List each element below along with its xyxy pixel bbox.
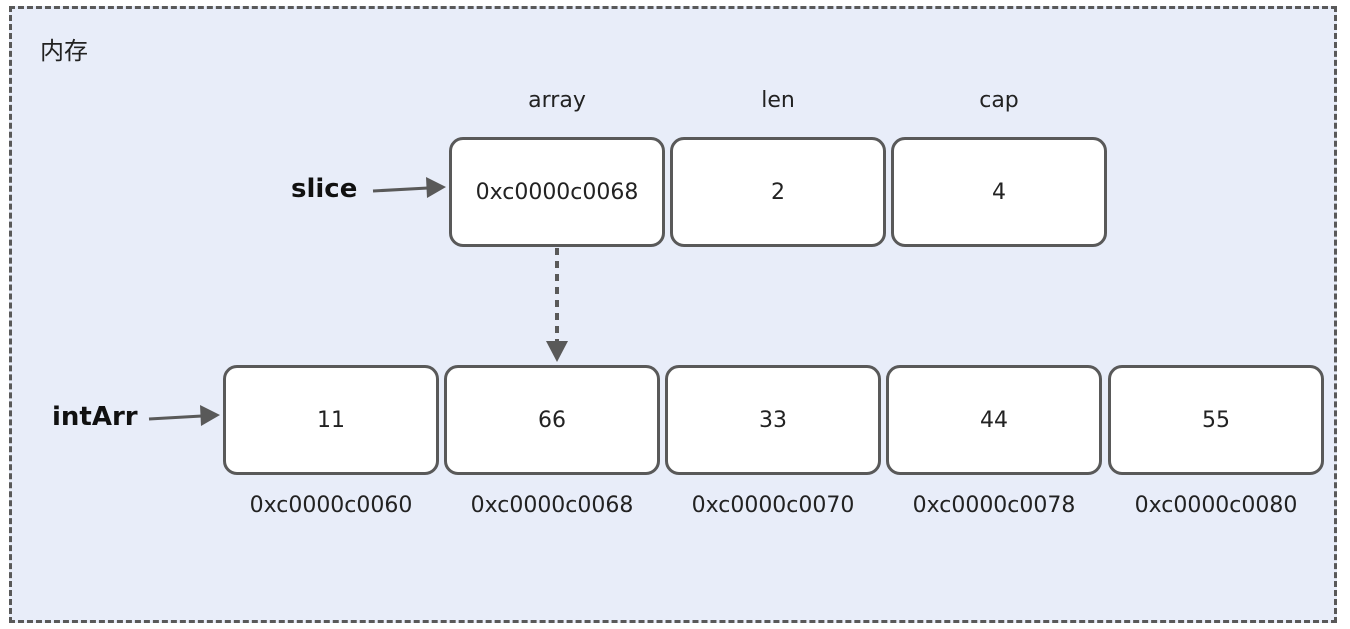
memory-region-label: 内存 [40,37,88,65]
slice-header-cap: cap [979,88,1019,113]
intarr-address-3: 0xc0000c0078 [912,493,1076,518]
slice-cell-cap: 4 [891,137,1107,247]
slice-header-array: array [528,88,586,113]
intarr-label: intArr [52,402,138,432]
intarr-cell-4: 55 [1108,365,1324,475]
slice-cell-array: 0xc0000c0068 [449,137,665,247]
intarr-address-2: 0xc0000c0070 [691,493,855,518]
intarr-cell-0: 11 [223,365,439,475]
slice-header-len: len [761,88,795,113]
intarr-cell-3: 44 [886,365,1102,475]
slice-label: slice [291,174,358,204]
memory-region [9,6,1337,623]
intarr-address-0: 0xc0000c0060 [249,493,413,518]
slice-cell-len: 2 [670,137,886,247]
intarr-address-4: 0xc0000c0080 [1134,493,1298,518]
intarr-address-1: 0xc0000c0068 [470,493,634,518]
intarr-cell-2: 33 [665,365,881,475]
intarr-cell-1: 66 [444,365,660,475]
